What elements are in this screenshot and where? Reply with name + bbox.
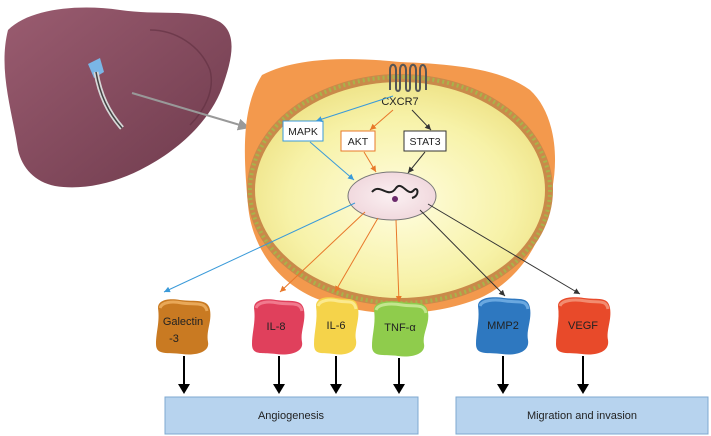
arrow-cxcr7-mapk — [315, 95, 394, 123]
nucleus — [347, 171, 437, 221]
mmp2-label: MMP2 — [487, 320, 519, 332]
arrow-cxcr7-akt — [369, 109, 394, 131]
arrow-cxcr7-stat3 — [411, 109, 432, 131]
il-6-label: IL-6 — [327, 320, 346, 332]
mmp2-factor: MMP2 — [476, 297, 531, 355]
il-8-factor: IL-8 — [252, 299, 305, 355]
migration-invasion-label: Migration and invasion — [527, 410, 637, 422]
vegf-label: VEGF — [568, 320, 598, 332]
galectin-label-line1: Galectin — [163, 316, 203, 328]
mapk-label: MAPK — [288, 126, 318, 138]
vegf-factor: VEGF — [556, 297, 611, 355]
stat3-box: STAT3 — [403, 130, 447, 152]
tnf-alpha-factor: TNF-α — [372, 301, 429, 357]
galectin-3-factor: Galectin -3 — [156, 299, 211, 355]
mapk-box: MAPK — [282, 120, 324, 142]
factor-to-outcome-arrows — [178, 356, 589, 394]
arrow-stat3-nucleus — [407, 151, 426, 174]
arrow-mapk-nucleus — [309, 141, 355, 181]
arrow-nucleus-galectin — [163, 202, 356, 293]
dna-strand — [371, 185, 419, 199]
tnf-alpha-label: TNF-α — [384, 322, 416, 334]
cxcr7-receptor: CXCR7 — [381, 63, 427, 108]
akt-box: AKT — [340, 130, 376, 152]
galectin-label-line2: -3 — [169, 333, 179, 345]
arrow-akt-nucleus — [363, 151, 377, 173]
vessel-highlight — [88, 58, 104, 78]
angiogenesis-box: Angiogenesis — [164, 396, 419, 435]
il-8-label: IL-8 — [267, 321, 286, 333]
il-6-factor: IL-6 — [314, 297, 359, 355]
arrow-nucleus-il8 — [279, 211, 366, 293]
arrow-nucleus-tnfa — [395, 219, 402, 303]
arrow-nucleus-mmp2 — [419, 209, 506, 297]
migration-invasion-box: Migration and invasion — [455, 396, 709, 435]
liver-to-cell-arrow — [131, 92, 251, 131]
cxcr7-label: CXCR7 — [381, 96, 418, 108]
membrane-beads — [248, 75, 552, 305]
akt-label: AKT — [348, 136, 369, 148]
arrow-nucleus-il6 — [334, 217, 379, 293]
liver-illustration — [4, 7, 232, 188]
angiogenesis-label: Angiogenesis — [258, 410, 325, 422]
stat3-label: STAT3 — [409, 136, 440, 148]
arrow-nucleus-vegf — [427, 203, 581, 295]
